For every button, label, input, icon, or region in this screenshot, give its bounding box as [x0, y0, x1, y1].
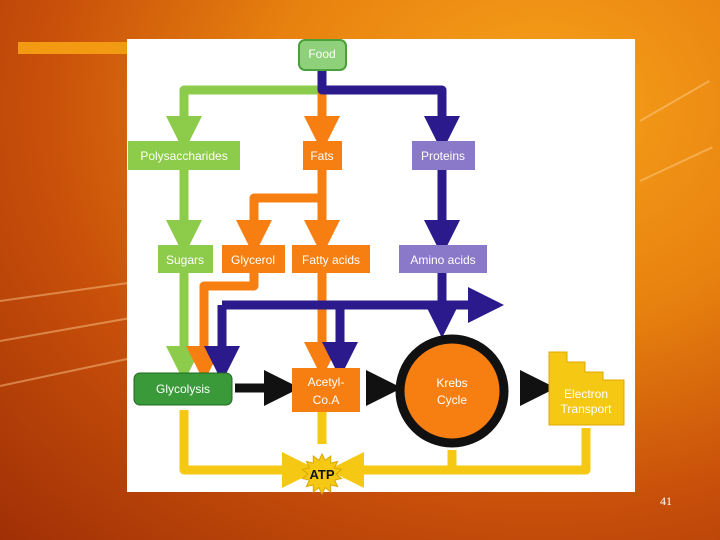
atp-label: ATP [309, 467, 334, 482]
amino-acids-label: Amino acids [410, 253, 475, 267]
glycerol-label: Glycerol [231, 253, 275, 267]
acetyl-coa-node: Acetyl- Co.A [292, 368, 360, 412]
krebs-cycle [395, 334, 509, 448]
atp-burst [301, 452, 343, 496]
sugars-node: Sugars [158, 245, 213, 273]
sugars-label: Sugars [166, 253, 204, 267]
food-node: Food [298, 39, 347, 71]
amino-acids-node: Amino acids [399, 245, 487, 273]
polysaccharides-node: Polysaccharides [128, 141, 240, 170]
food-label: Food [308, 47, 335, 61]
krebs-label-line1: Krebs [436, 376, 467, 390]
fatty-acids-label: Fatty acids [302, 253, 360, 267]
krebs-label-line2: Cycle [437, 393, 467, 407]
fats-node: Fats [303, 141, 342, 170]
acetyl-coa-label-line2: Co.A [313, 393, 340, 407]
acetyl-coa-label-line1: Acetyl- [308, 375, 345, 389]
fatty-acids-node: Fatty acids [292, 245, 370, 273]
polysaccharides-label: Polysaccharides [140, 149, 227, 163]
navy-arrows [204, 70, 504, 382]
glycolysis-node: Glycolysis [133, 372, 233, 406]
title-accent-bar [18, 42, 128, 54]
proteins-node: Proteins [412, 141, 475, 170]
yellow-arrows [179, 410, 591, 488]
proteins-label: Proteins [421, 149, 465, 163]
glycolysis-label: Glycolysis [156, 382, 210, 396]
glycerol-node: Glycerol [222, 245, 285, 273]
electron-transport-label-line1: Electron [564, 387, 608, 401]
electron-transport-label-line2: Transport [561, 402, 613, 416]
page-number: 41 [660, 494, 672, 508]
fats-label: Fats [310, 149, 333, 163]
electron-transport-shape [548, 351, 625, 426]
